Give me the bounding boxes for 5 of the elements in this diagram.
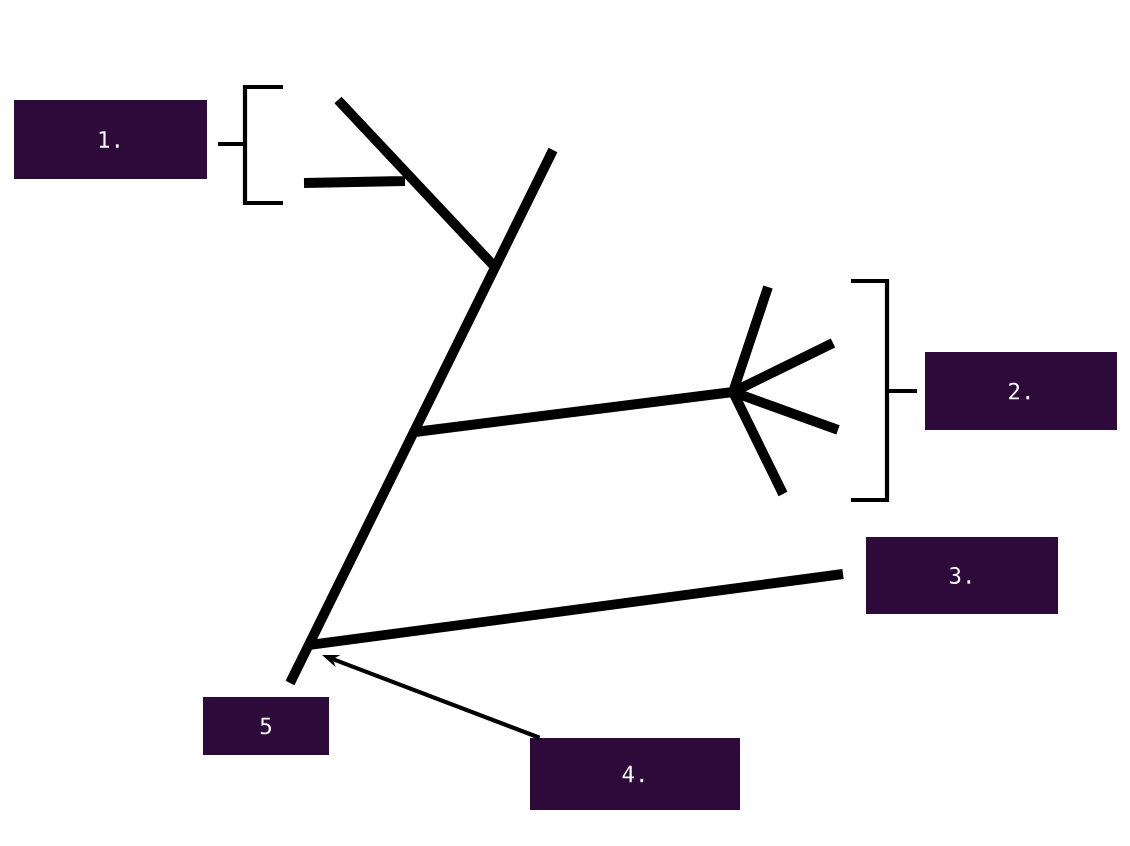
label-box: 4. xyxy=(530,738,740,810)
label-box: 3. xyxy=(866,537,1058,614)
label-box: 5 xyxy=(203,697,329,755)
label-box: 2. xyxy=(925,352,1117,430)
label-box: 1. xyxy=(14,99,207,179)
